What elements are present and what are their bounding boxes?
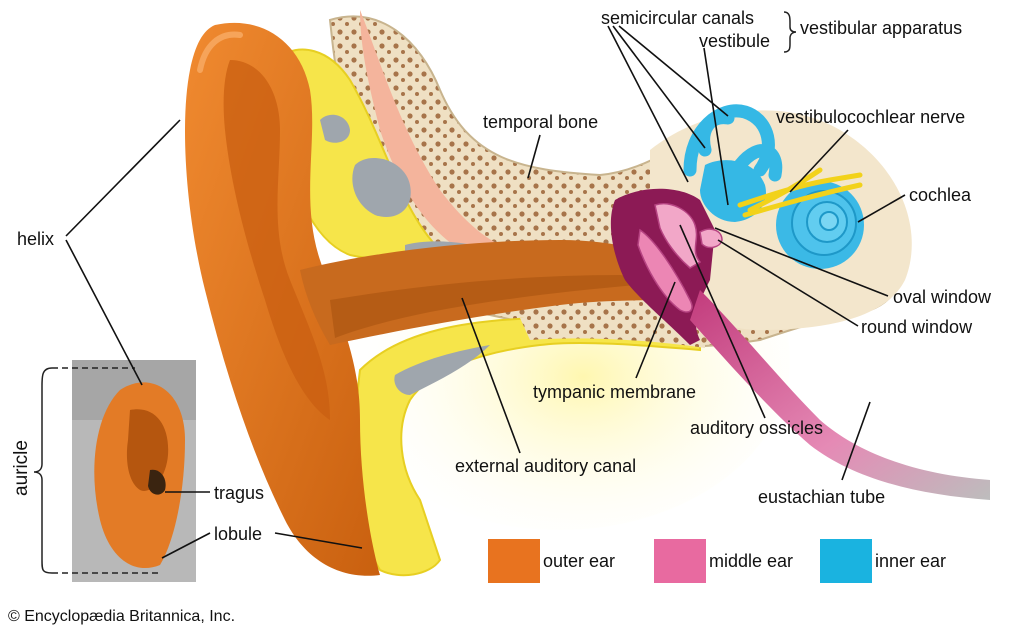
legend-label-middle-ear: middle ear	[709, 551, 794, 571]
auricle-inset-photo	[72, 360, 196, 582]
label-vestibular-apparatus: vestibular apparatus	[800, 18, 963, 38]
label-tragus: tragus	[214, 483, 265, 503]
legend-swatch-middle-ear	[654, 539, 706, 583]
label-tympanic-membrane: tympanic membrane	[533, 382, 697, 402]
auricle-inner-fold	[223, 60, 330, 420]
label-external-auditory-canal: external auditory canal	[455, 456, 637, 476]
auricle-rim-highlight	[197, 31, 243, 73]
label-cochlea: cochlea	[909, 185, 972, 205]
semicircular-canals-shape	[683, 104, 783, 182]
lower-grey-cavity	[394, 345, 490, 395]
copyright-credit: © Encyclopædia Britannica, Inc.	[8, 608, 236, 625]
grey-cavity-1	[352, 157, 411, 217]
label-auditory-ossicles: auditory ossicles	[690, 418, 824, 438]
label-vestibule: vestibule	[699, 31, 771, 51]
tympanic-membrane-shape	[637, 228, 693, 313]
vestibule-shape	[700, 160, 766, 222]
label-auricle: auricle	[11, 440, 32, 496]
vestibular-brace	[783, 11, 797, 53]
stapes-shape	[699, 228, 723, 249]
auricle-bracket	[33, 367, 160, 574]
legend-label-outer-ear: outer ear	[543, 551, 616, 571]
leader-lines	[65, 25, 906, 559]
legend-swatch-outer-ear	[488, 539, 540, 583]
ossicles-shape	[654, 203, 702, 269]
label-round-window: round window	[861, 317, 973, 337]
cochlea-shape	[776, 181, 864, 269]
nerve-shape	[737, 167, 863, 218]
label-helix: helix	[17, 229, 55, 249]
label-lobule: lobule	[214, 524, 263, 544]
eustachian-tube-shape	[690, 290, 990, 500]
label-temporal-bone: temporal bone	[483, 112, 599, 132]
legend-label-inner-ear: inner ear	[875, 551, 947, 571]
label-semicircular-canals: semicircular canals	[601, 8, 755, 28]
pink-tissue	[360, 10, 520, 255]
canal-shadow	[330, 275, 670, 338]
label-vestibulocochlear-nerve: vestibulocochlear nerve	[776, 107, 966, 127]
legend-swatch-inner-ear	[820, 539, 872, 583]
label-eustachian-tube: eustachian tube	[758, 487, 886, 507]
grey-cavity-2	[320, 114, 350, 143]
label-oval-window: oval window	[893, 287, 992, 307]
